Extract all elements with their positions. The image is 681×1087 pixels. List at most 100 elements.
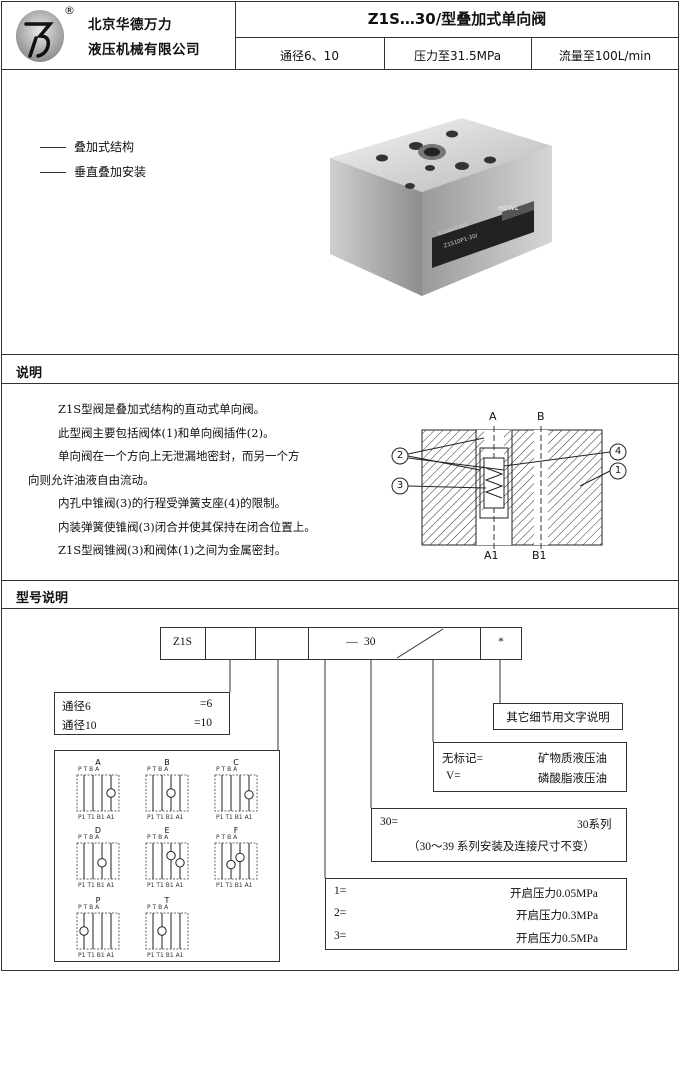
size-label-6: 通径6: [62, 701, 91, 713]
symbol-letter: B: [164, 758, 170, 767]
spec-size: 通径6、10: [280, 49, 339, 63]
code-slash: [396, 628, 444, 659]
symbol-ports-top: P T B A: [147, 904, 169, 911]
size-value-10: =10: [194, 717, 212, 729]
symbol-diagram: [76, 912, 120, 950]
callout-3: 3: [396, 480, 404, 491]
model-code-row: [160, 627, 522, 660]
symbol-letter: D: [94, 826, 102, 835]
symbol-letter: A: [95, 758, 101, 767]
port-label-b: B: [537, 410, 545, 423]
series-value: 30系列: [577, 819, 612, 831]
desc-p6: Z1S型阀锥阀(3)和阀体(1)之间为金属密封。: [58, 543, 287, 557]
fluid-none-label: 无标记=: [442, 753, 483, 765]
product-photo: [330, 118, 552, 296]
page-frame: [1, 1, 679, 971]
model-divider-bottom: [1, 608, 679, 609]
feature-text-1: 叠加式结构: [74, 140, 135, 154]
pressure-1-value: 开启压力0.05MPa: [510, 888, 598, 900]
series-box: [371, 808, 627, 862]
callout-2: 2: [396, 450, 404, 461]
feature-dash: [40, 172, 66, 173]
feature-item-1: 叠加式结构: [40, 138, 134, 155]
fluid-v-value: 磷酸脂液压油: [538, 773, 607, 785]
company-logo-icon: [16, 10, 64, 62]
desc-p3b: 向则允许油液自由流动。: [28, 472, 155, 487]
symbol-letter: T: [164, 896, 170, 905]
symbol-ports-bottom: P1 T1 B1 A1: [147, 814, 184, 821]
symbol-ports-bottom: P1 T1 B1 A1: [147, 952, 184, 959]
fluid-v-label: V=: [446, 770, 461, 782]
symbol-letter: F: [233, 826, 239, 835]
fluid-box: [433, 742, 627, 792]
section-divider-top: [1, 354, 679, 355]
section-title-model: 型号说明: [16, 591, 69, 606]
symbol-diagram: [214, 842, 258, 880]
feature-text-2: 垂直叠加安装: [74, 165, 147, 179]
header-mid-line: [235, 37, 679, 38]
company-name-line2: 液压机械有限公司: [88, 42, 200, 58]
code-div-4: [480, 627, 481, 660]
symbol-diagram: [76, 774, 120, 812]
symbol-ports-bottom: P1 T1 B1 A1: [78, 952, 115, 959]
symbol-diagram: [145, 842, 189, 880]
symbol-letter: P: [95, 896, 101, 905]
symbol-diagram: [214, 774, 258, 812]
symbol-ports-bottom: P1 T1 B1 A1: [78, 814, 115, 821]
code-div-3: [308, 627, 309, 660]
section-divider-bottom: [1, 383, 679, 384]
symbol-ports-top: P T B A: [147, 834, 169, 841]
symbol-ports-bottom: P1 T1 B1 A1: [216, 882, 253, 889]
size-box: [54, 692, 230, 735]
section-title-description: 说明: [16, 366, 43, 381]
feature-item-2: 垂直叠加安装: [40, 163, 146, 180]
port-label-a1: A1: [484, 549, 499, 562]
company-name-line1: 北京华德万力: [88, 17, 172, 33]
code-dash: —: [346, 636, 358, 648]
page-title: Z1S…30/型叠加式单向阀: [367, 10, 547, 28]
symbol-ports-bottom: P1 T1 B1 A1: [78, 882, 115, 889]
code-div-1: [205, 627, 206, 660]
model-divider-top: [1, 580, 679, 581]
symbol-letter: C: [233, 758, 239, 767]
port-label-b1: B1: [532, 549, 547, 562]
code-series: 30: [364, 636, 376, 648]
symbol-diagram: [145, 774, 189, 812]
other-details-text: 其它细节用文字说明: [506, 712, 610, 724]
desc-p1: Z1S型阀是叠加式结构的直动式单向阀。: [58, 402, 266, 416]
callout-4: 4: [614, 446, 622, 457]
symbol-ports-bottom: P1 T1 B1 A1: [216, 814, 253, 821]
other-details-box: [493, 703, 623, 730]
pressure-1-label: 1=: [334, 885, 347, 897]
header-divider: [235, 1, 236, 69]
symbol-ports-top: P T B A: [78, 904, 100, 911]
symbol-diagram: [145, 912, 189, 950]
leader-lines: [229, 660, 501, 878]
series-note: （30～39 系列安装及连接尺寸不变）: [408, 841, 595, 853]
symbol-letter: E: [164, 826, 170, 835]
pressure-2-value: 开启压力0.3MPa: [516, 910, 599, 922]
series-label: 30=: [380, 816, 398, 828]
code-prefix: Z1S: [172, 636, 193, 648]
pressure-3-value: 开启压力0.5MPa: [516, 933, 599, 945]
size-value-6: =6: [200, 698, 213, 710]
desc-p2: 此型阀主要包括阀体(1)和单向阀插件(2)。: [58, 425, 275, 440]
port-label-a: A: [489, 410, 497, 423]
pressure-2-label: 2=: [334, 907, 347, 919]
symbol-ports-top: P T B A: [78, 834, 100, 841]
spec-pressure: 压力至31.5MPa: [413, 49, 502, 63]
nameplate-brand: HDWL: [498, 205, 519, 212]
header-bottom-line: [1, 69, 679, 70]
symbol-diagram: [76, 842, 120, 880]
code-star: *: [498, 636, 504, 648]
symbol-ports-top: P T B A: [216, 766, 238, 773]
symbol-ports-top: P T B A: [216, 834, 238, 841]
callout-1: 1: [614, 465, 622, 476]
section-view-diagram: [391, 426, 627, 549]
